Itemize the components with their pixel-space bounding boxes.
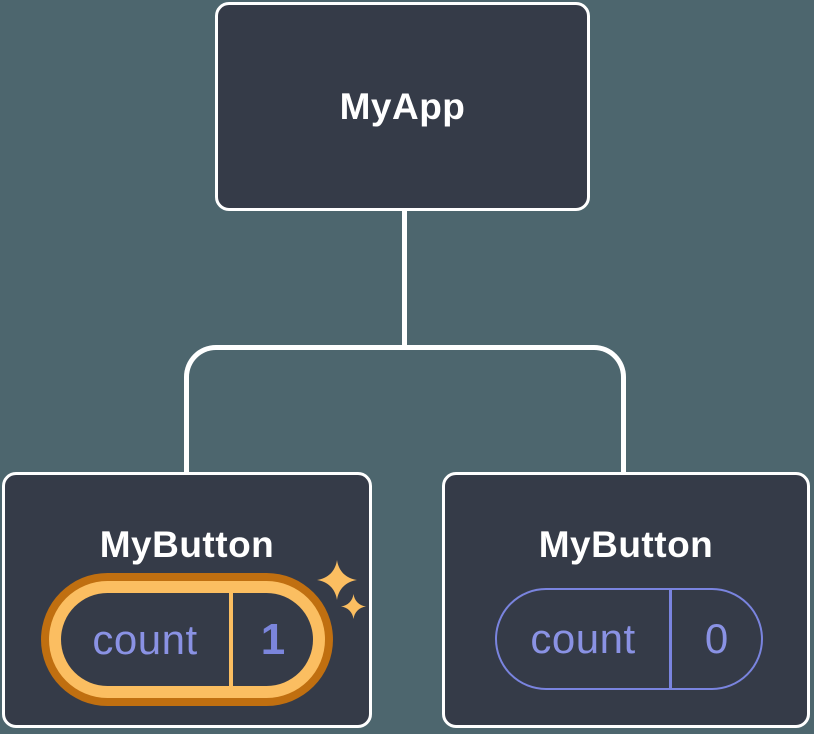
node-myapp-label: MyApp <box>339 85 466 127</box>
node-mybutton-label: MyButton <box>99 524 275 565</box>
node-mybutton-plain: MyButton count 0 <box>442 472 810 728</box>
connector-stem <box>402 209 407 348</box>
state-key-label: count <box>530 615 636 662</box>
sparkle-icon-small <box>341 594 366 619</box>
state-pill: count 0 <box>495 588 763 690</box>
state-value: 1 <box>260 614 286 664</box>
state-pill-highlighted: count 1 <box>41 573 333 706</box>
state-key-label: count <box>92 615 198 663</box>
node-myapp: MyApp <box>215 2 590 211</box>
node-mybutton-label: MyButton <box>538 524 714 565</box>
node-mybutton-highlighted: MyButton count 1 <box>2 472 372 728</box>
sparkle-icon-large <box>317 560 357 600</box>
state-pill-core: count 1 <box>61 593 313 686</box>
state-pill-divider <box>669 590 672 688</box>
state-pill-divider <box>229 593 233 686</box>
state-value: 0 <box>704 615 729 662</box>
connector-bracket <box>184 345 626 472</box>
state-pill-highlight-ring: count 1 <box>49 581 325 698</box>
